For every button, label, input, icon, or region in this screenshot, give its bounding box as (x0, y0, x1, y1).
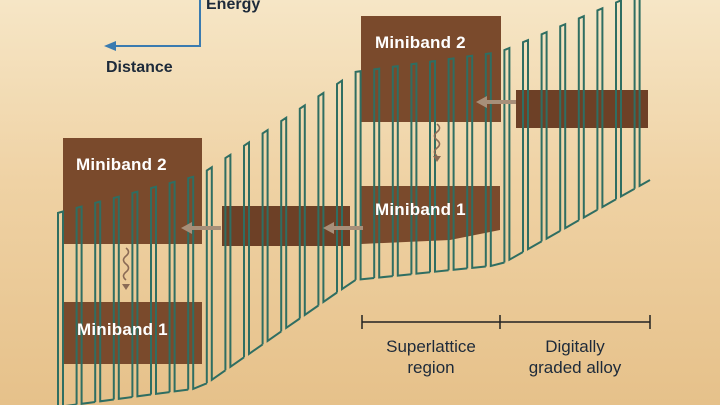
relaxation-squiggle-right-head (433, 156, 441, 162)
relaxation-squiggle-right (433, 123, 441, 157)
transfer-arrow-left-head (181, 222, 192, 234)
superlattice-label-line2: region (407, 358, 455, 377)
graded-alloy-label-line2: graded alloy (528, 358, 622, 377)
superlattice-label-line1: Superlattice (386, 337, 476, 356)
graded-alloy-band (516, 90, 648, 128)
distance-axis-label: Distance (106, 59, 173, 76)
energy-axis-label: Energy (206, 0, 261, 13)
superlattice-region-label: Superlattice region (362, 336, 500, 378)
axis-line (112, 0, 201, 47)
miniband-1-right-label: Miniband 1 (375, 200, 466, 219)
miniband-2-right-label: Miniband 2 (375, 33, 466, 52)
quantum-well-wires (57, 0, 651, 405)
relaxation-squiggle-left-head (122, 284, 130, 290)
miniband-2-left-label: Miniband 2 (76, 155, 167, 174)
transfer-arrow-right-head (476, 96, 487, 108)
relaxation-squiggle-left (122, 247, 130, 281)
miniband-1-left-label: Miniband 1 (77, 320, 168, 339)
graded-alloy-label-line1: Digitally (545, 337, 605, 356)
graded-alloy-label: Digitally graded alloy (500, 336, 650, 378)
transfer-arrow-middle-head (323, 222, 334, 234)
distance-arrowhead (104, 41, 116, 51)
